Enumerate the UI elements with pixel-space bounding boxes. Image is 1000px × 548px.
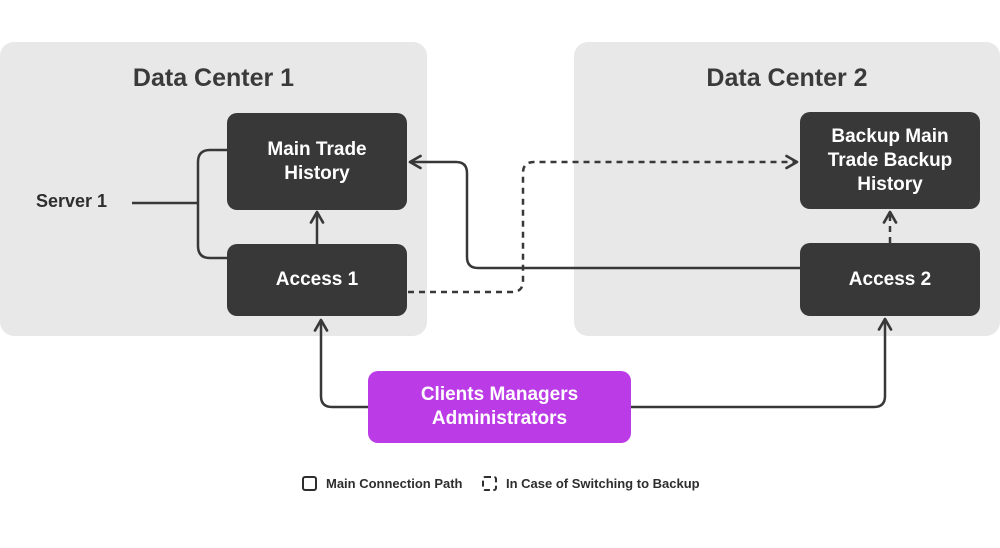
clients-managers-node: Clients Managers Administrators <box>368 371 631 443</box>
dashed-square-icon <box>482 476 497 491</box>
clients-to-access2-arrow <box>631 317 893 409</box>
data-center-2-title: Data Center 2 <box>706 64 868 92</box>
access-1-node: Access 1 <box>227 244 407 316</box>
solid-square-icon <box>302 476 317 491</box>
clients-to-access1-arrow <box>313 318 368 409</box>
server-bracket <box>196 148 227 260</box>
legend-main-path-label: Main Connection Path <box>326 476 463 491</box>
backup-history-node: Backup Main Trade Backup History <box>800 112 980 209</box>
main-trade-history-node: Main Trade History <box>227 113 407 210</box>
access1-to-backup-dashed-arrow <box>408 154 799 294</box>
legend-backup-path-label: In Case of Switching to Backup <box>506 476 700 491</box>
legend-backup-path: In Case of Switching to Backup <box>482 476 700 491</box>
access-2-node: Access 2 <box>800 243 980 316</box>
access2-to-main-arrow <box>408 154 800 270</box>
legend-main-path: Main Connection Path <box>302 476 463 491</box>
server-1-label: Server 1 <box>36 191 108 211</box>
data-center-1-title: Data Center 1 <box>132 64 295 92</box>
